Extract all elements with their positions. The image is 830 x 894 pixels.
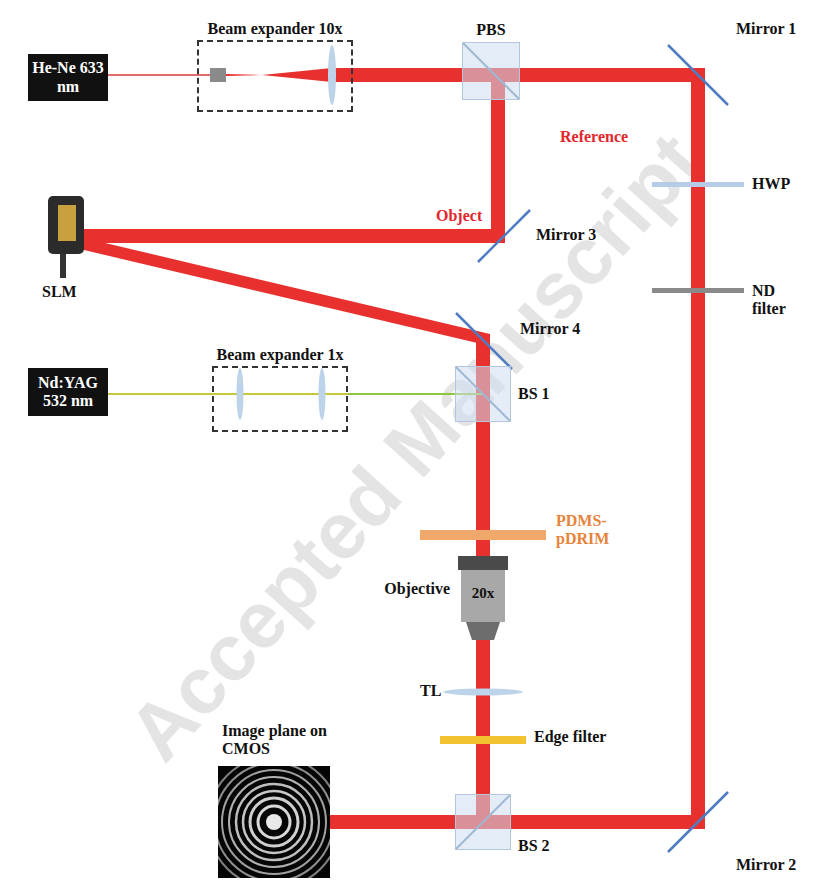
lens	[328, 45, 336, 105]
beam-connector	[348, 393, 455, 395]
fringe	[266, 814, 282, 830]
magnification-text: 20x	[458, 585, 508, 602]
beam-expander-box: Beam expander 1x	[212, 366, 348, 432]
fringe	[222, 770, 326, 874]
beam-label: Reference	[560, 128, 628, 146]
object-beam	[80, 229, 505, 243]
watermark: Accepted Manuscript	[110, 116, 720, 779]
image-ground	[218, 766, 330, 878]
component-label: Mirror 4	[520, 320, 580, 338]
pinhole-element	[210, 68, 226, 82]
component-label: Edge filter	[534, 728, 606, 746]
mirror	[668, 792, 728, 852]
object-beam	[84, 238, 490, 346]
component-label: Mirror 3	[536, 226, 596, 244]
beam-connector	[476, 640, 490, 794]
reference-beam	[330, 815, 705, 829]
splitter-diagonal	[456, 367, 510, 421]
beam-expander-box: Beam expander 10x	[197, 40, 353, 112]
component-name: He-Ne 633 nm	[32, 59, 104, 96]
slm-device	[48, 196, 84, 278]
component-name: PBS	[476, 21, 505, 39]
component-name: BS 1	[518, 385, 550, 403]
component-label: Mirror 2	[736, 856, 796, 874]
component-label: ND filter	[752, 282, 808, 319]
lens	[319, 368, 326, 420]
expanding-beam	[226, 68, 332, 82]
component-name: Nd:YAG 532 nm	[32, 374, 104, 411]
sample-label: PDMS-pDRIM	[556, 512, 620, 549]
beam-connector	[108, 393, 212, 395]
half-wave-plate	[652, 182, 744, 187]
splitter-diagonal	[456, 795, 510, 849]
objective-tip	[466, 622, 500, 640]
beam-splitter-cube: PBS	[462, 42, 520, 100]
slm-post	[60, 254, 66, 278]
slm-mount	[48, 196, 84, 254]
object-beam	[491, 75, 505, 243]
splitter-diagonal	[463, 43, 519, 99]
green-beam	[212, 393, 348, 395]
splitter-surface	[456, 367, 510, 421]
mirror	[478, 210, 530, 262]
component-label: SLM	[42, 283, 77, 301]
tube-lens	[443, 689, 523, 696]
image-label: Image plane on CMOS	[222, 722, 362, 759]
mirror	[456, 313, 512, 369]
beam-connector	[353, 68, 462, 82]
fringe	[250, 798, 298, 846]
fringe	[218, 766, 330, 878]
beam-splitter-cube: BS 1	[455, 366, 511, 422]
component-label: TL	[420, 682, 441, 700]
component-label: Mirror 1	[736, 20, 796, 38]
splitter-surface	[456, 795, 510, 849]
laser-source: Nd:YAG 532 nm	[28, 368, 108, 416]
lens	[237, 368, 244, 420]
beam-connector	[108, 74, 197, 76]
component-label: HWP	[752, 175, 790, 193]
fringe	[258, 806, 290, 838]
fringe	[218, 766, 330, 878]
component-name: Objective	[384, 580, 450, 598]
interference-image	[218, 766, 330, 878]
mirror	[668, 45, 728, 105]
pdms-film	[420, 530, 546, 540]
laser-source: He-Ne 633 nm	[28, 54, 108, 101]
objective-lens: Objective20x	[458, 556, 508, 640]
beam-splitter-cube: BS 2	[455, 794, 511, 850]
beam-label: Object	[436, 207, 482, 225]
component-name: Beam expander 1x	[217, 346, 344, 364]
component-name: BS 2	[518, 837, 550, 855]
slm-panel	[58, 205, 76, 241]
splitter-surface	[463, 43, 519, 99]
fringe	[229, 777, 319, 867]
objective-cap	[458, 556, 508, 570]
fringe	[236, 784, 312, 860]
nd-filter	[652, 288, 744, 293]
component-name: Beam expander 10x	[208, 20, 343, 38]
edge-filter	[440, 736, 526, 744]
fringe	[243, 791, 305, 853]
